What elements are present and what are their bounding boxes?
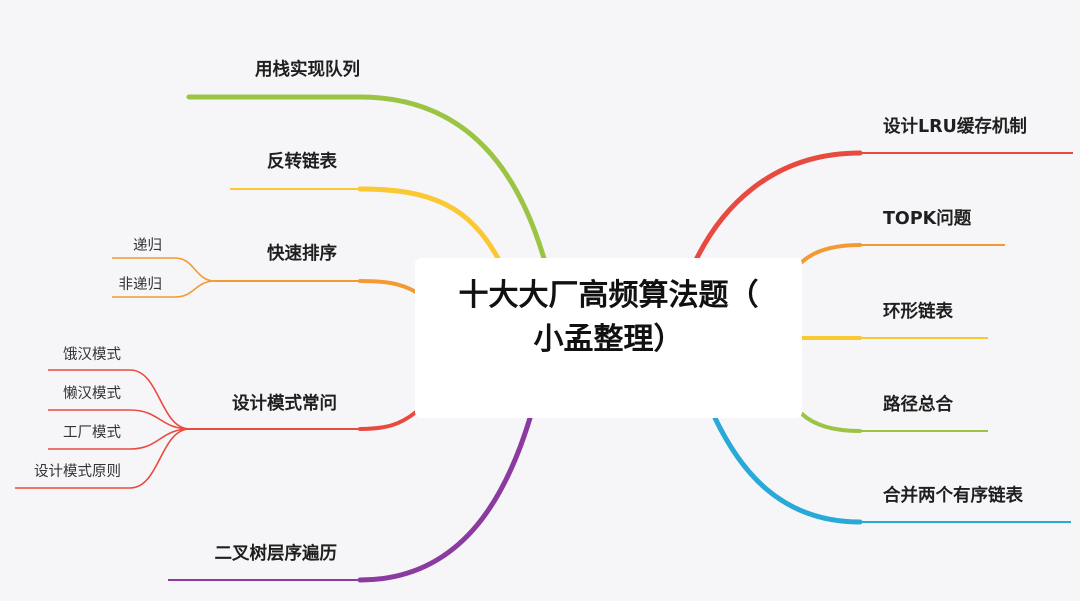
- leaf-非递归[interactable]: 非递归: [118, 277, 163, 293]
- connector-leaf-digui: [112, 257, 216, 282]
- connector-left-1: [186, 94, 548, 265]
- connector-leaf-ehan: [48, 369, 191, 430]
- connector-right-2: [800, 243, 862, 264]
- connector-leaf-lanhan: [48, 409, 191, 430]
- leaf-饿汉模式[interactable]: 饿汉模式: [63, 347, 121, 363]
- branch-路径总合[interactable]: 路径总合: [883, 395, 953, 415]
- connector-leaf-gongchang: [48, 428, 191, 450]
- branch-用栈实现队列[interactable]: 用栈实现队列: [255, 60, 360, 80]
- connector-left-4: [358, 410, 418, 431]
- connector-left-2: [357, 186, 503, 265]
- root-title-line1: 十大大厂高频算法题（: [458, 278, 759, 313]
- branch-合并两个有序链表[interactable]: 合并两个有序链表: [883, 486, 1023, 506]
- branch-TOPK问题[interactable]: TOPK问题: [883, 209, 972, 229]
- branch-环形链表[interactable]: 环形链表: [883, 302, 953, 322]
- connector-left-3: [358, 279, 418, 294]
- leaf-递归[interactable]: 递归: [133, 238, 162, 254]
- branch-快速排序[interactable]: 快速排序: [267, 244, 337, 264]
- connector-left-5: [357, 415, 533, 583]
- branch-二叉树层序遍历[interactable]: 二叉树层序遍历: [214, 544, 338, 564]
- root-title-line2: 小孟整理）: [533, 322, 684, 357]
- branch-反转链表[interactable]: 反转链表: [267, 152, 337, 172]
- branch-设计LRU缓存机制[interactable]: 设计LRU缓存机制: [883, 117, 1027, 137]
- connector-leaf-feidigui: [112, 280, 216, 298]
- connector-leaf-yuanze: [15, 428, 191, 489]
- connector-right-5: [712, 415, 863, 525]
- branch-设计模式常问[interactable]: 设计模式常问: [232, 394, 337, 414]
- leaf-懒汉模式[interactable]: 懒汉模式: [63, 386, 121, 402]
- connector-right-1: [692, 150, 863, 265]
- connector-right-4: [800, 412, 862, 433]
- leaf-设计模式原则[interactable]: 设计模式原则: [34, 464, 121, 480]
- leaf-工厂模式[interactable]: 工厂模式: [63, 425, 121, 441]
- root-title: 十大大厂高频算法题（ 小孟整理）: [415, 274, 802, 362]
- root-node[interactable]: 十大大厂高频算法题（ 小孟整理）: [415, 258, 802, 418]
